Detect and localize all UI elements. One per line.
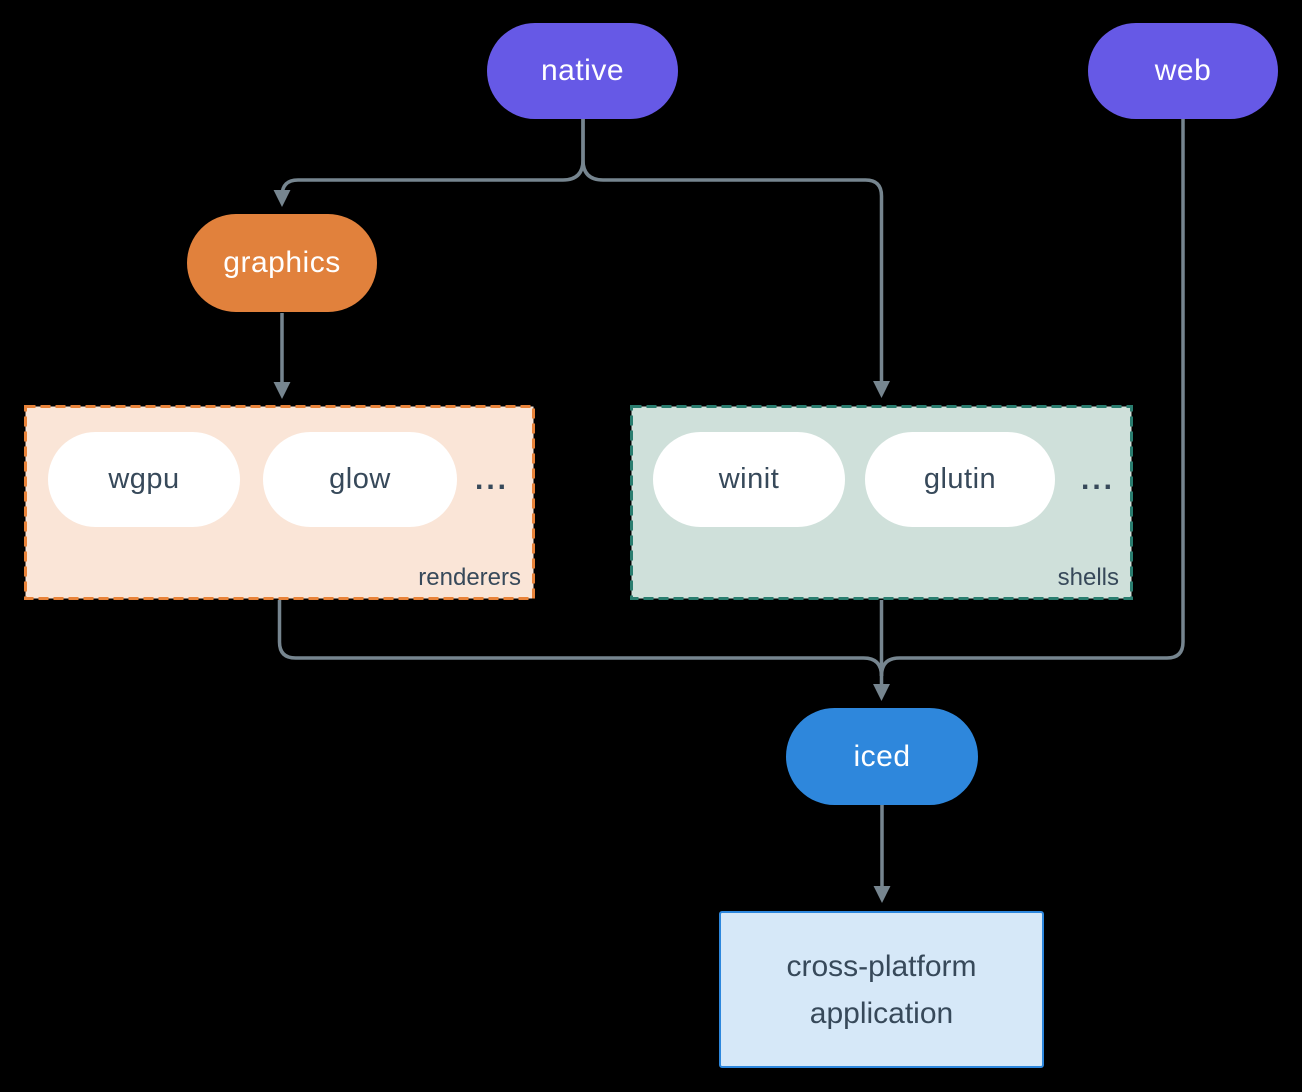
application-label-line2: application [809, 996, 954, 1030]
node-winit: winit [653, 432, 845, 527]
node-iced-label: iced [853, 739, 911, 773]
edge-web-to-iced [879, 118, 1185, 677]
node-wgpu-label: wgpu [108, 463, 180, 495]
edge-native-to-graphics [273, 118, 585, 207]
group-shells: winit glutin ... shells [630, 405, 1133, 600]
shells-ellipsis: ... [1080, 462, 1115, 496]
application-label-line1: cross-platform [786, 949, 977, 983]
node-graphics: graphics [187, 214, 377, 312]
renderers-ellipsis: ... [474, 462, 509, 496]
renderers-group-label: renderers [418, 564, 521, 591]
node-glutin: glutin [865, 432, 1055, 527]
node-native: native [487, 23, 678, 119]
node-graphics-label: graphics [223, 246, 341, 279]
node-wgpu: wgpu [48, 432, 240, 527]
node-glutin-label: glutin [923, 463, 997, 495]
shells-group-label: shells [1057, 564, 1119, 591]
group-renderers: wgpu glow ... renderers [24, 405, 535, 600]
node-native-label: native [540, 54, 625, 87]
node-cross-platform-application: cross-platform application [719, 911, 1044, 1068]
edge-native-to-shells [581, 118, 890, 398]
edge-renderers-to-iced [277, 600, 884, 677]
node-web: web [1088, 23, 1278, 119]
node-glow: glow [263, 432, 457, 527]
node-glow-label: glow [329, 463, 391, 495]
node-iced: iced [786, 708, 978, 805]
node-winit-label: winit [718, 463, 780, 495]
node-web-label: web [1154, 54, 1212, 87]
